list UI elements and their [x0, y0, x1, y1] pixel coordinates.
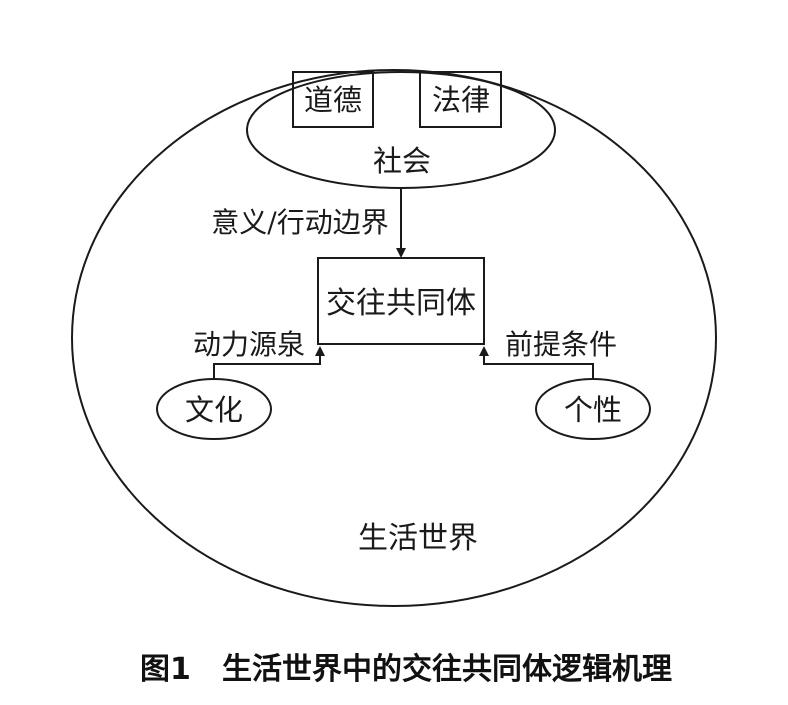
personality-arrow — [479, 346, 594, 379]
culture-label: 文化 — [185, 393, 243, 427]
personality-label: 个性 — [564, 393, 622, 427]
community-label: 交往共同体 — [326, 286, 476, 321]
society-label: 社会 — [373, 144, 431, 178]
life-world-ellipse — [71, 69, 717, 607]
morality-box — [292, 71, 374, 128]
precondition-label: 前提条件 — [505, 328, 617, 361]
morality-label: 道德 — [304, 83, 362, 117]
community-box — [317, 257, 485, 345]
figure-number: 图1 — [140, 652, 191, 687]
law-box — [419, 71, 502, 128]
law-label: 法律 — [432, 83, 490, 117]
boundary-edge-label: 意义/行动边界 — [211, 206, 388, 239]
figure-caption: 生活世界中的交往共同体逻辑机理 — [222, 652, 672, 687]
life-world-label: 生活世界 — [358, 521, 478, 556]
driving-force-label: 动力源泉 — [193, 328, 305, 361]
culture-arrow — [213, 346, 325, 379]
